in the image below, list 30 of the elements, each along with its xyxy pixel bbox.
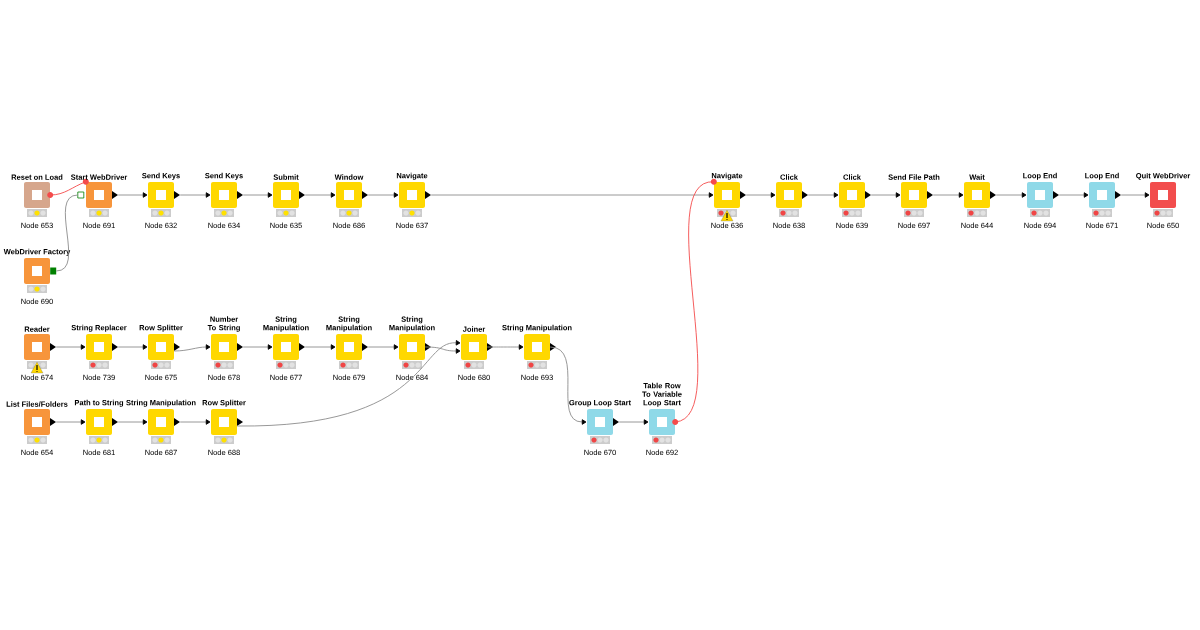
connector: [1120, 192, 1150, 198]
connector: [55, 419, 86, 425]
connector: [49, 181, 87, 196]
connector: [430, 192, 714, 198]
connector: [367, 344, 399, 350]
connector: [236, 340, 461, 427]
connector: [745, 192, 776, 198]
connector: [486, 344, 524, 350]
connector: [932, 192, 964, 198]
connector: [618, 419, 649, 425]
connector: [179, 192, 211, 198]
connector: [549, 346, 587, 425]
connector: [242, 344, 273, 350]
connector: [173, 344, 211, 352]
connector: [55, 194, 79, 272]
connector: [1058, 192, 1089, 198]
connector: [242, 192, 273, 198]
connector: [304, 344, 336, 350]
connector: [179, 419, 211, 425]
connector: [674, 181, 715, 423]
connector: [117, 192, 148, 198]
connector: [117, 419, 148, 425]
connector: [424, 346, 461, 354]
connector: [870, 192, 901, 198]
connector: [995, 192, 1027, 198]
connector: [807, 192, 839, 198]
connector: [117, 344, 148, 350]
connector: [55, 344, 86, 350]
connector: [367, 192, 399, 198]
connector: [304, 192, 336, 198]
